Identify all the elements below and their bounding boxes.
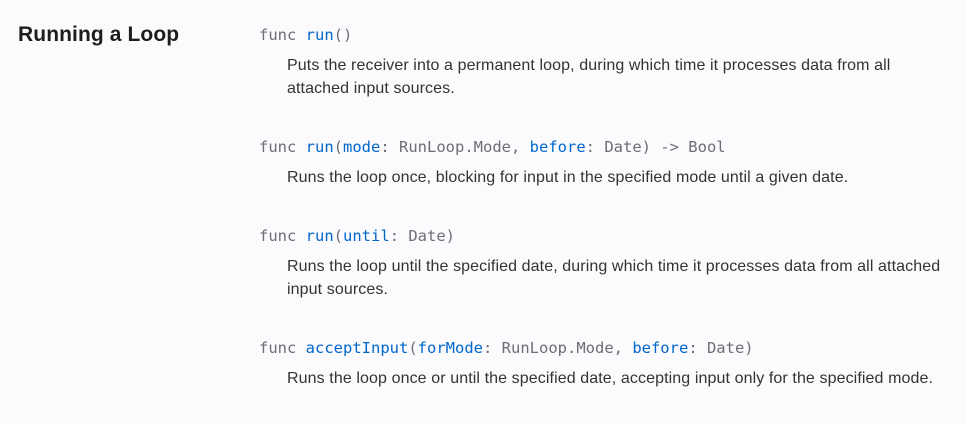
code-token: : Date) — [389, 227, 456, 245]
api-item: func run(until: Date) Runs the loop unti… — [259, 226, 966, 301]
api-item: func acceptInput(forMode: RunLoop.Mode, … — [259, 338, 966, 390]
code-declaration: func run(mode: RunLoop.Mode, before: Dat… — [259, 137, 966, 157]
symbol-link-param-mode[interactable]: mode — [343, 138, 381, 156]
api-list: func run() Puts the receiver into a perm… — [259, 22, 966, 390]
code-token: : RunLoop.Mode, — [380, 138, 530, 156]
code-declaration: func run() — [259, 25, 966, 45]
code-keyword-func: func — [259, 138, 306, 156]
code-token: ( — [333, 138, 344, 156]
symbol-link-run-mode-before[interactable]: run — [305, 138, 334, 156]
code-token: : RunLoop.Mode, — [483, 339, 633, 357]
code-token: () — [333, 26, 353, 44]
api-item: func run(mode: RunLoop.Mode, before: Dat… — [259, 137, 966, 189]
symbol-link-param-before[interactable]: before — [529, 138, 586, 156]
section-title-column: Running a Loop — [0, 22, 259, 390]
api-item: func run() Puts the receiver into a perm… — [259, 25, 966, 100]
code-token: ( — [333, 227, 344, 245]
topic-section: Running a Loop func run() Puts the recei… — [0, 22, 966, 390]
code-token: : Date) — [688, 339, 754, 357]
code-keyword-func: func — [259, 227, 306, 245]
code-keyword-func: func — [259, 26, 306, 44]
api-description: Runs the loop until the specified date, … — [287, 258, 941, 298]
api-description: Runs the loop once or until the specifie… — [287, 370, 934, 387]
symbol-link-param-formode[interactable]: forMode — [417, 339, 483, 357]
code-token: : Date) -> Bool — [585, 138, 726, 156]
symbol-link-run-until[interactable]: run — [305, 227, 334, 245]
section-title: Running a Loop — [18, 23, 180, 46]
code-token: ( — [408, 339, 418, 357]
api-description: Runs the loop once, blocking for input i… — [287, 169, 849, 186]
symbol-link-acceptinput[interactable]: acceptInput — [305, 339, 409, 357]
code-keyword-func: func — [259, 339, 306, 357]
symbol-link-run[interactable]: run — [305, 26, 334, 44]
symbol-link-param-before[interactable]: before — [632, 339, 689, 357]
code-declaration: func run(until: Date) — [259, 226, 966, 246]
code-declaration: func acceptInput(forMode: RunLoop.Mode, … — [259, 338, 966, 358]
symbol-link-param-until[interactable]: until — [343, 227, 390, 245]
api-description: Puts the receiver into a permanent loop,… — [287, 57, 891, 97]
